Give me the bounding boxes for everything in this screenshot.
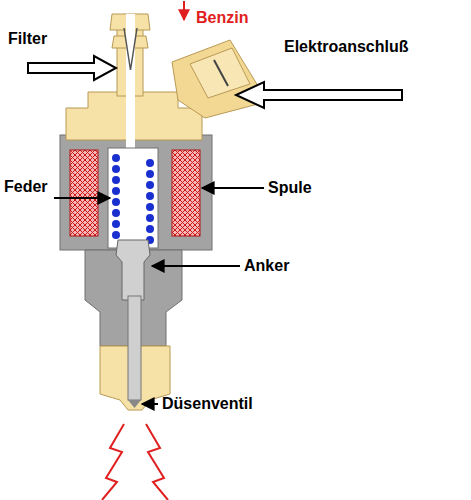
part-label: Benzin [196,9,248,27]
connector-face [190,48,250,98]
electrical-connector [172,40,258,118]
spring-coil [146,203,154,211]
part-label: Düsenventil [162,395,253,413]
spring-coil [146,170,154,178]
hollow-arrow [236,82,402,108]
spring-coil [112,154,120,162]
spring-coil [146,225,154,233]
spring-coil [112,231,120,239]
coil [172,150,200,236]
filter-element [124,28,137,70]
spring-coil [146,181,154,189]
spring-coil [146,214,154,222]
armature-chamber [108,148,158,248]
spring-coil [112,209,120,217]
housing [60,135,212,250]
leader-line [142,403,158,405]
fuel-arrow [183,1,185,20]
spring-coil [112,220,120,228]
leader-line [54,197,110,199]
spring-coil [146,159,154,167]
fuel-spray [146,424,168,500]
armature [116,240,150,300]
part-label: Spule [268,179,312,197]
part-label: Elektroanschluß [284,38,408,56]
spring-coil [112,176,120,184]
spring-coil [146,192,154,200]
spring [112,154,154,244]
spring-coil [112,198,120,206]
connector-pin [214,60,228,86]
fuel-spray [102,424,124,500]
needle-tip [128,400,141,408]
leader-line [152,265,240,267]
needle [128,296,141,400]
part-label: Filter [8,30,47,48]
leader-line [202,187,264,189]
fuel-bore [126,14,135,154]
spring-coil [112,187,120,195]
coil [70,150,98,236]
part-label: Anker [244,257,289,275]
hollow-arrow [28,56,116,80]
spring-coil [112,165,120,173]
part-label: Feder [4,178,48,196]
